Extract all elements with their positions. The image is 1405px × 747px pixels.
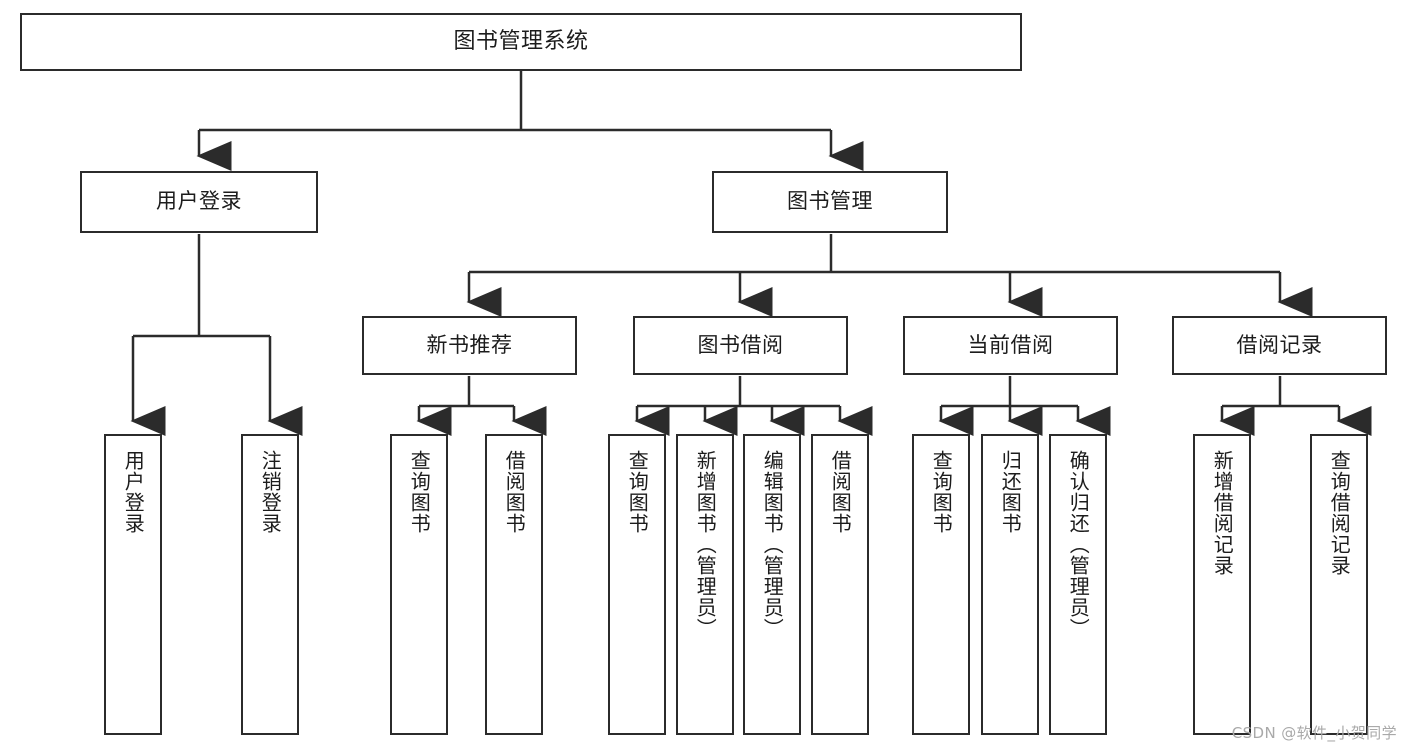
watermark: CSDN @软件_小贺同学 bbox=[1231, 724, 1397, 742]
leaf-return-book-label: 归还图书 bbox=[998, 450, 1023, 534]
leaf-borrow-book-label: 借阅图书 bbox=[828, 450, 853, 534]
node-book-manage-label: 图书管理 bbox=[787, 189, 873, 214]
leaf-add-book-admin-label: 新增图书（管理员） bbox=[693, 450, 718, 639]
leaf-return-book[interactable]: 归还图书 bbox=[981, 434, 1039, 735]
leaf-edit-book-admin[interactable]: 编辑图书（管理员） bbox=[743, 434, 801, 735]
leaf-confirm-return-admin[interactable]: 确认归还（管理员） bbox=[1049, 434, 1107, 735]
node-current-borrow[interactable]: 当前借阅 bbox=[903, 316, 1118, 375]
node-book-borrow-label: 图书借阅 bbox=[697, 332, 784, 357]
leaf-recommend-borrow-book[interactable]: 借阅图书 bbox=[485, 434, 543, 735]
node-borrow-record-label: 借阅记录 bbox=[1236, 332, 1323, 357]
leaf-user-login[interactable]: 用户登录 bbox=[104, 434, 162, 735]
leaf-search-borrow-record[interactable]: 查询借阅记录 bbox=[1310, 434, 1368, 735]
node-book-borrow[interactable]: 图书借阅 bbox=[633, 316, 848, 375]
leaf-confirm-return-admin-label: 确认归还（管理员） bbox=[1066, 450, 1091, 639]
leaf-current-search-book-label: 查询图书 bbox=[929, 450, 954, 534]
node-borrow-record[interactable]: 借阅记录 bbox=[1172, 316, 1387, 375]
node-book-manage[interactable]: 图书管理 bbox=[712, 171, 948, 233]
leaf-recommend-borrow-book-label: 借阅图书 bbox=[502, 450, 527, 534]
node-user-login[interactable]: 用户登录 bbox=[80, 171, 318, 233]
leaf-logout-label: 注销登录 bbox=[258, 450, 283, 534]
leaf-borrow-search-book[interactable]: 查询图书 bbox=[608, 434, 666, 735]
leaf-logout[interactable]: 注销登录 bbox=[241, 434, 299, 735]
leaf-borrow-book[interactable]: 借阅图书 bbox=[811, 434, 869, 735]
leaf-search-borrow-record-label: 查询借阅记录 bbox=[1327, 450, 1352, 576]
node-new-book-recommend[interactable]: 新书推荐 bbox=[362, 316, 577, 375]
leaf-add-borrow-record[interactable]: 新增借阅记录 bbox=[1193, 434, 1251, 735]
leaf-current-search-book[interactable]: 查询图书 bbox=[912, 434, 970, 735]
leaf-user-login-label: 用户登录 bbox=[121, 450, 146, 534]
leaf-add-borrow-record-label: 新增借阅记录 bbox=[1210, 450, 1235, 576]
node-root-label: 图书管理系统 bbox=[453, 28, 589, 54]
node-root[interactable]: 图书管理系统 bbox=[20, 13, 1022, 71]
node-user-login-label: 用户登录 bbox=[156, 189, 242, 214]
leaf-add-book-admin[interactable]: 新增图书（管理员） bbox=[676, 434, 734, 735]
leaf-edit-book-admin-label: 编辑图书（管理员） bbox=[760, 450, 785, 639]
node-current-borrow-label: 当前借阅 bbox=[967, 332, 1054, 357]
leaf-borrow-search-book-label: 查询图书 bbox=[625, 450, 650, 534]
node-new-book-recommend-label: 新书推荐 bbox=[426, 332, 513, 357]
leaf-recommend-search-book-label: 查询图书 bbox=[407, 450, 432, 534]
leaf-recommend-search-book[interactable]: 查询图书 bbox=[390, 434, 448, 735]
